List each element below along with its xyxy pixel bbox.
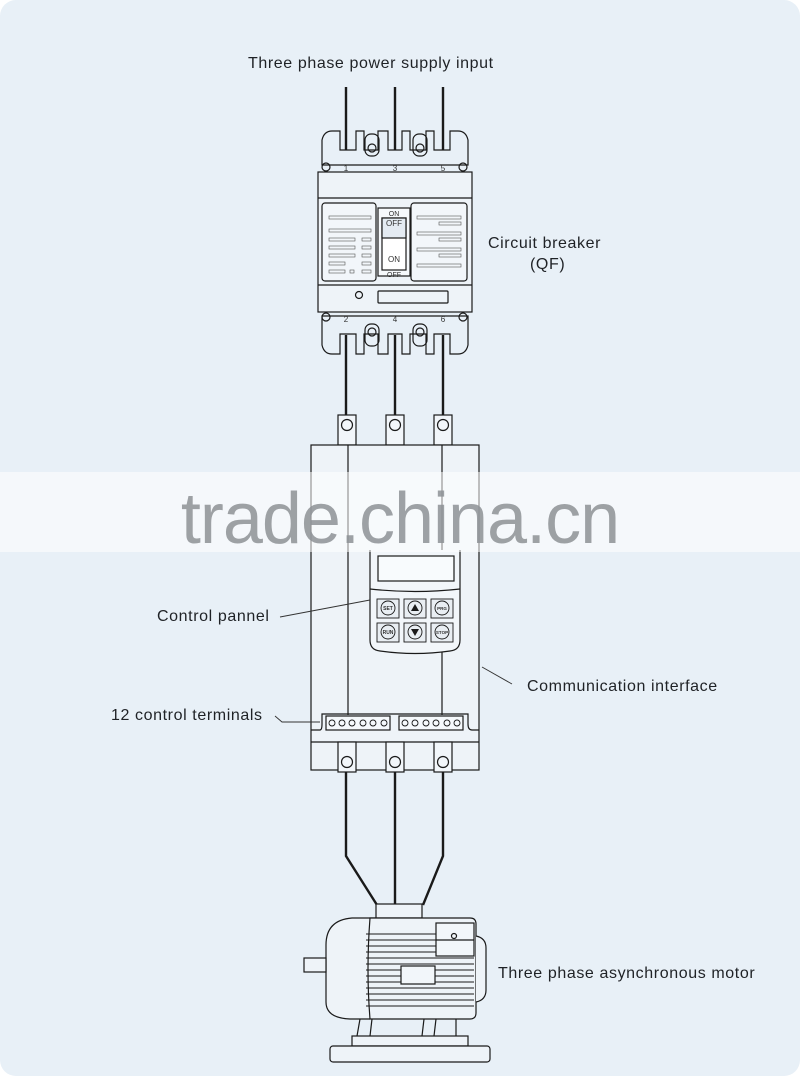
breaker-terminal-1: 1 [344,164,349,173]
control-panel-label: Control pannel [157,608,270,625]
switch-bottom-off: OFF [387,272,401,279]
switch-top-on: ON [389,211,400,218]
circuit-breaker-label: Circuit breaker [488,235,602,252]
circuit-breaker-code: (QF) [530,256,566,273]
circuit-breaker [317,130,473,355]
starter-to-motor-wires [344,772,445,906]
motor [303,903,491,1063]
power-supply-label: Three phase power supply input [248,55,494,72]
breaker-terminal-4: 4 [393,315,398,324]
key-prg: PRG [437,606,447,611]
control-terminals-label: 12 control terminals [111,707,263,724]
input-wires [344,87,445,155]
breaker-terminal-3: 3 [393,164,398,173]
breaker-terminal-5: 5 [441,164,446,173]
communication-interface-label: Communication interface [527,678,718,695]
switch-bottom-on: ON [388,255,400,264]
key-set: SET [383,606,393,612]
breaker-to-starter-wires [344,335,445,418]
key-run: RUN [383,630,394,636]
breaker-nameplate-marks [328,215,462,274]
watermark-text: trade.china.cn [180,479,620,559]
leader-lines [274,599,513,723]
motor-label: Three phase asynchronous motor [498,965,756,982]
breaker-terminal-2: 2 [344,315,349,324]
watermark-band [0,472,800,552]
switch-top-off: OFF [386,219,402,228]
key-stop: STOP [436,630,448,635]
control-keypad [369,550,461,655]
breaker-terminal-6: 6 [441,315,446,324]
